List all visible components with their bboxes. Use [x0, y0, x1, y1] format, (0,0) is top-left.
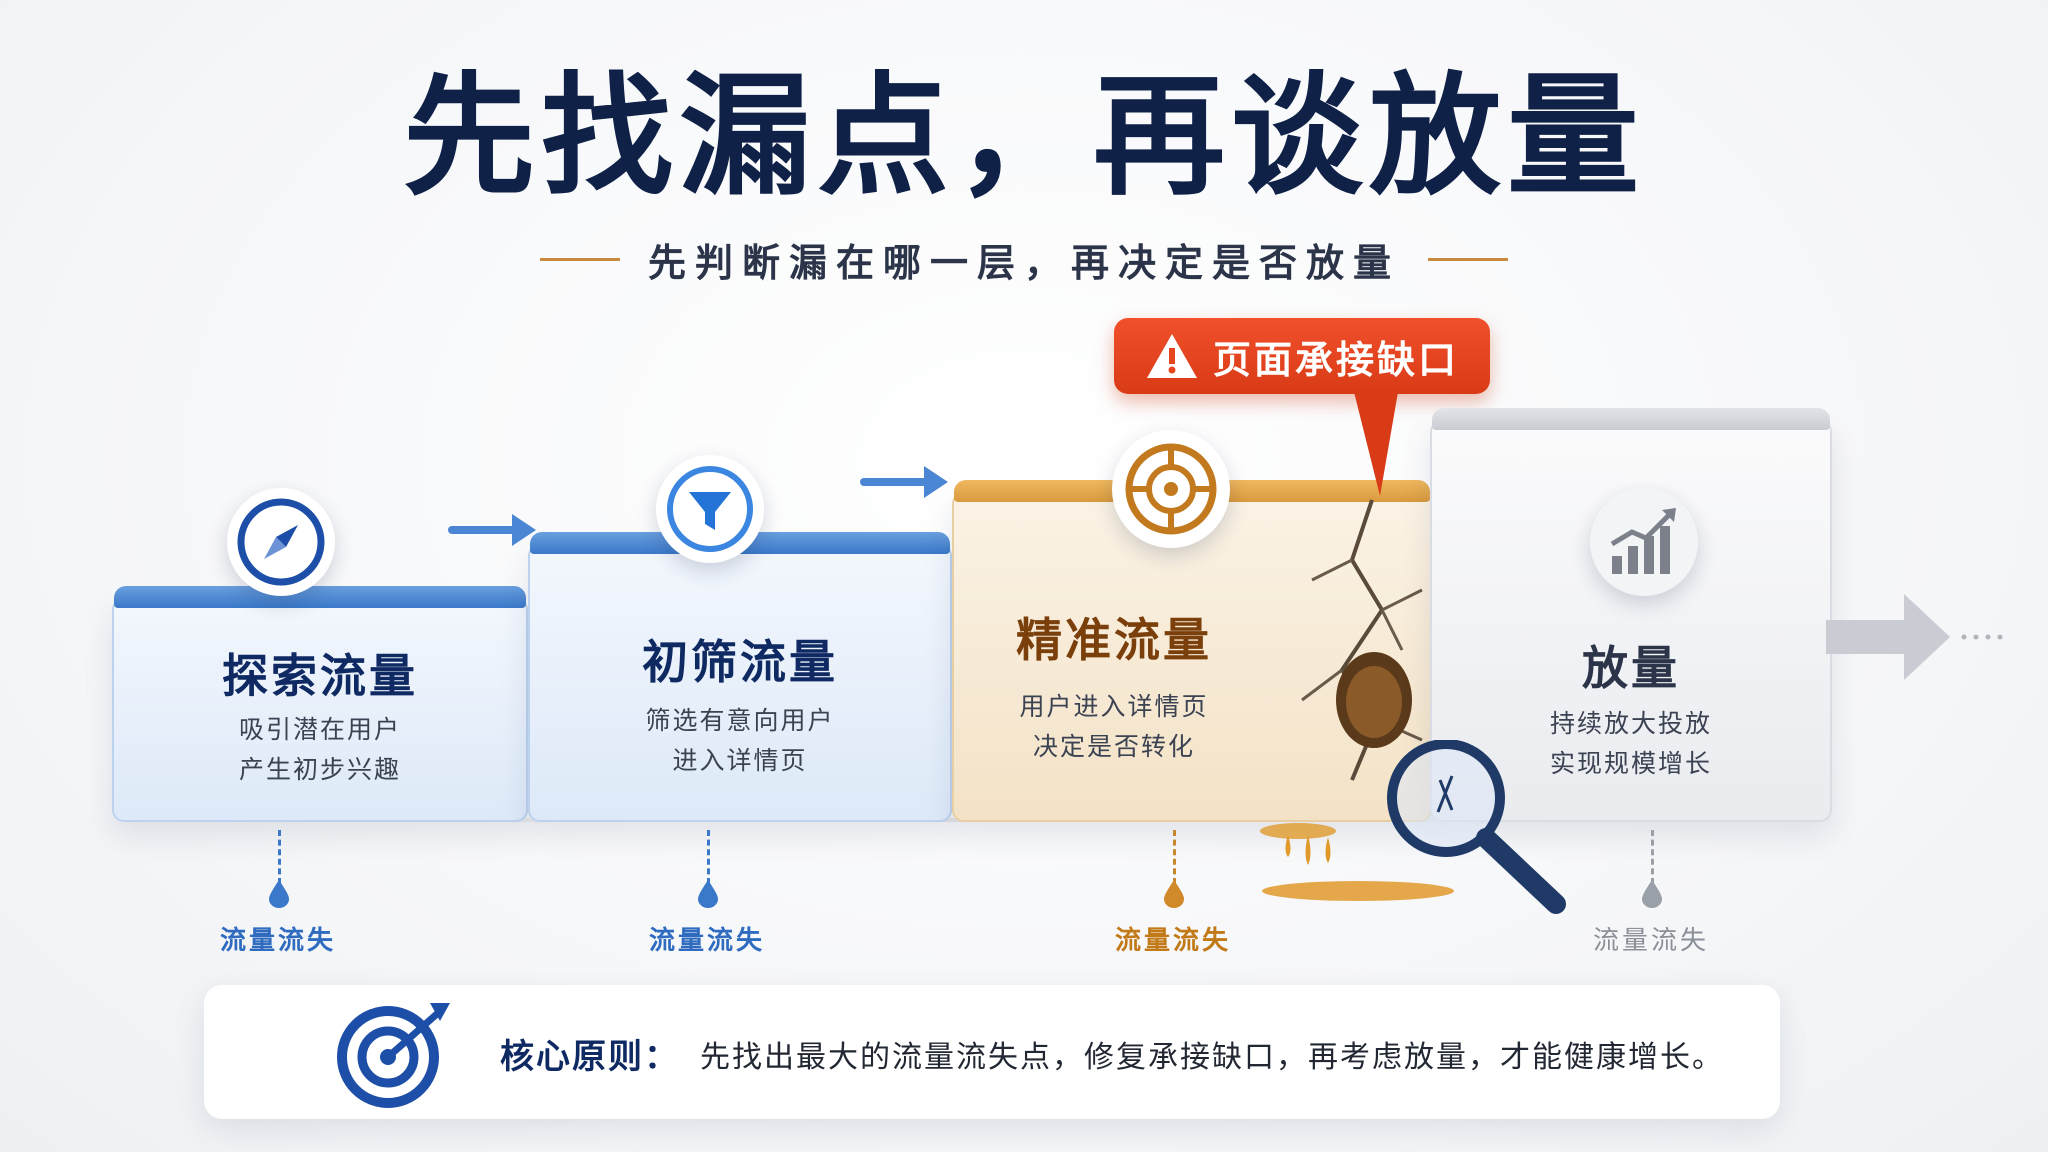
loss-connector [707, 830, 710, 884]
bar-chart-icon [1590, 488, 1698, 596]
alert-label: 页面承接缺口 [1212, 337, 1459, 382]
principle-card: 核心原则： 先找出最大的流量流失点，修复承接缺口，再考虑放量，才能健康增长。 [204, 985, 1780, 1119]
magnifier-icon [1387, 740, 1566, 914]
stage-block-top [1432, 408, 1830, 430]
stage-desc: 实现规模增长 [1549, 749, 1712, 778]
subtitle-divider-right [1428, 258, 1508, 261]
stage-title: 探索流量 [222, 649, 418, 703]
loss-label: 流量流失 [219, 926, 336, 956]
page-subtitle: 先判断漏在哪一层，再决定是否放量 [647, 241, 1400, 285]
loss-label: 流量流失 [1114, 926, 1231, 956]
alert-badge: 页面承接缺口 [1114, 318, 1490, 394]
loss-connector [1651, 830, 1654, 884]
warning-icon [1146, 334, 1197, 378]
crack-graphic [1301, 499, 1423, 781]
droplet-icon [1164, 880, 1184, 908]
stage-block-scale: 放量 持续放大投放 实现规模增长 [1430, 408, 1832, 822]
page-title: 先找漏点，再谈放量 [403, 60, 1645, 214]
droplet-icon [1642, 880, 1662, 908]
principle-label: 核心原则： [500, 1037, 680, 1077]
stage-title: 精准流量 [1016, 613, 1212, 667]
target-icon [1112, 430, 1230, 548]
stage-title: 放量 [1582, 641, 1680, 695]
stage-desc: 进入详情页 [672, 746, 808, 775]
stage-block-screen: 初筛流量 筛选有意向用户 进入详情页 [528, 532, 952, 822]
subtitle-row: 先判断漏在哪一层，再决定是否放量 [0, 232, 2048, 287]
stage-desc: 筛选有意向用户 [645, 706, 835, 735]
funnel-icon [656, 455, 764, 563]
stage-desc: 吸引潜在用户 [238, 715, 401, 744]
stage-desc: 用户进入详情页 [1019, 692, 1209, 721]
loss-connector [278, 830, 281, 884]
alert-pointer [1354, 392, 1398, 496]
droplet-icon [269, 880, 289, 908]
compass-icon [227, 488, 335, 596]
loss-label: 流量流失 [1592, 926, 1709, 956]
loss-label: 流量流失 [648, 926, 765, 956]
bullseye-icon [337, 1003, 450, 1108]
stage-block-top [114, 586, 526, 608]
stage-desc: 决定是否转化 [1032, 732, 1195, 761]
arrow-right-icon [860, 466, 948, 498]
principle-text: 先找出最大的流量流失点，修复承接缺口，再考虑放量，才能健康增长。 [700, 1040, 1724, 1075]
loss-connector [1173, 830, 1176, 884]
stage-block-explore: 探索流量 吸引潜在用户 产生初步兴趣 [112, 586, 528, 822]
arrow-right-icon [448, 514, 536, 546]
stage-title: 初筛流量 [642, 635, 838, 689]
droplet-icon [698, 880, 718, 908]
stage-desc: 产生初步兴趣 [238, 755, 401, 784]
stage-desc: 持续放大投放 [1549, 709, 1712, 738]
subtitle-divider-left [539, 258, 620, 261]
arrow-right-icon [1826, 594, 2003, 680]
leak-puddle [1260, 823, 1454, 901]
